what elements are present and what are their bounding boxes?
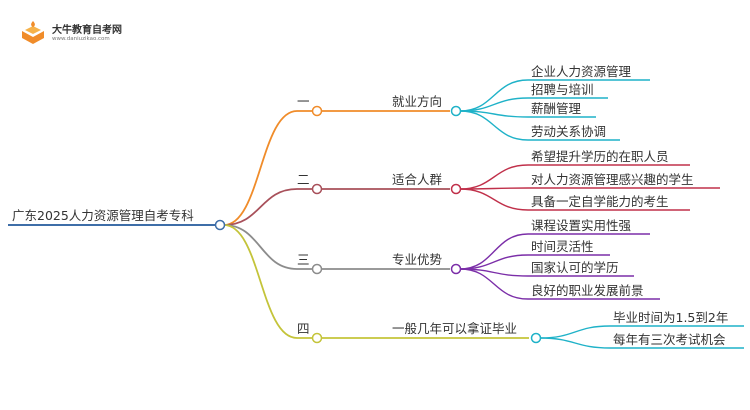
leaf-connector-3-1 xyxy=(459,233,529,270)
leaf-connector-1-4 xyxy=(459,110,529,141)
branch-label-2: 适合人群 xyxy=(392,172,443,187)
branch-hub-4 xyxy=(530,332,542,344)
leaf-connector-4-1 xyxy=(539,325,611,339)
leaf-label-1-4: 劳动关系协调 xyxy=(531,124,606,139)
leaf-connector-2-1 xyxy=(459,164,529,190)
leaf-label-4-1: 毕业时间为1.5到2年 xyxy=(613,310,728,325)
branch-marker-3: 三 xyxy=(297,252,310,267)
leaf-label-3-4: 良好的职业发展前景 xyxy=(531,283,644,298)
mind-map-edges xyxy=(8,79,744,349)
branch-marker-2: 二 xyxy=(297,172,310,187)
branch-dot-4 xyxy=(311,332,323,344)
branch-hub-3 xyxy=(450,263,462,275)
leaf-connector-4-2 xyxy=(539,337,611,349)
leaf-connector-1-1 xyxy=(459,79,529,112)
mind-map-nodes: 广东2025人力资源管理自考专科 一 就业方向 企业人力资源管理招聘与培训薪酬管理劳动… xyxy=(12,64,728,347)
branch-hub-1 xyxy=(450,105,462,117)
branch-connector-1 xyxy=(223,110,298,226)
leaf-label-2-2: 对人力资源管理感兴趣的学生 xyxy=(531,172,694,187)
leaf-label-3-3: 国家认可的学历 xyxy=(531,260,619,275)
branch-dot-1 xyxy=(311,105,323,117)
branch-connector-3 xyxy=(223,224,298,270)
branch-connector-4 xyxy=(223,224,298,339)
leaf-label-1-1: 企业人力资源管理 xyxy=(531,64,632,79)
branch-dot-2 xyxy=(311,183,323,195)
leaf-connector-3-4 xyxy=(459,268,529,300)
leaf-label-2-3: 具备一定自学能力的考生 xyxy=(531,194,669,209)
branch-label-4: 一般几年可以拿证毕业 xyxy=(392,321,517,336)
leaf-label-4-2: 每年有三次考试机会 xyxy=(613,332,726,347)
logo-url: www.daniuzikao.com xyxy=(52,36,110,42)
leaf-connector-2-3 xyxy=(459,188,529,211)
root-dot xyxy=(214,219,226,231)
branch-hub-2 xyxy=(450,183,462,195)
branch-label-3: 专业优势 xyxy=(392,252,443,267)
leaf-label-1-2: 招聘与培训 xyxy=(531,82,594,97)
branch-dot-3 xyxy=(311,263,323,275)
leaf-label-3-2: 时间灵活性 xyxy=(531,239,594,254)
branch-connector-2 xyxy=(223,188,298,226)
book-flame-icon xyxy=(22,21,44,44)
branch-marker-1: 一 xyxy=(297,94,310,109)
leaf-label-1-3: 薪酬管理 xyxy=(531,101,582,116)
root-label: 广东2025人力资源管理自考专科 xyxy=(12,208,194,223)
site-logo[interactable]: 大牛教育自考网 www.daniuzikao.com xyxy=(14,14,154,54)
leaf-label-2-1: 希望提升学历的在职人员 xyxy=(531,149,669,164)
leaf-connector-1-2 xyxy=(459,97,529,112)
logo-title: 大牛教育自考网 xyxy=(52,25,122,36)
leaf-label-3-1: 课程设置实用性强 xyxy=(531,218,632,233)
branch-marker-4: 四 xyxy=(297,321,310,336)
branch-label-1: 就业方向 xyxy=(392,94,442,109)
leaf-connector-3-2 xyxy=(459,254,529,270)
